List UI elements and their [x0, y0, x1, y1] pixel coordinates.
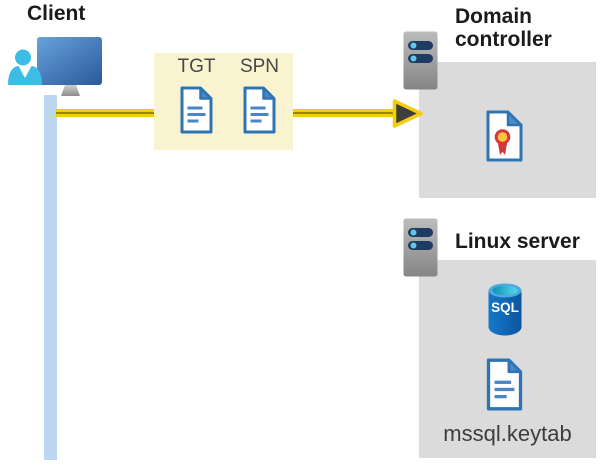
user-icon [8, 49, 42, 85]
domain-controller-label: Domain controller [455, 5, 552, 51]
linux-server-label: Linux server [455, 230, 580, 253]
client-lifeline-bar [44, 95, 57, 460]
linux-server-icon [403, 218, 438, 277]
ticket-box: TGT SPN [154, 53, 293, 150]
sql-database-icon [488, 283, 522, 336]
client-label: Client [27, 2, 86, 25]
sql-database-text: SQL [491, 300, 519, 315]
domain-controller-server-icon [403, 31, 438, 90]
tgt-label: TGT [177, 56, 216, 77]
spn-document-icon [243, 86, 276, 134]
keytab-document-icon [486, 358, 523, 411]
client-computer-icon [8, 37, 102, 96]
tgt-document-icon [180, 86, 213, 134]
spn-label: SPN [239, 56, 280, 77]
request-arrowhead-icon [392, 99, 423, 128]
keytab-filename-label: mssql.keytab [443, 421, 572, 446]
monitor-icon [37, 37, 102, 96]
certificate-icon [486, 110, 523, 162]
